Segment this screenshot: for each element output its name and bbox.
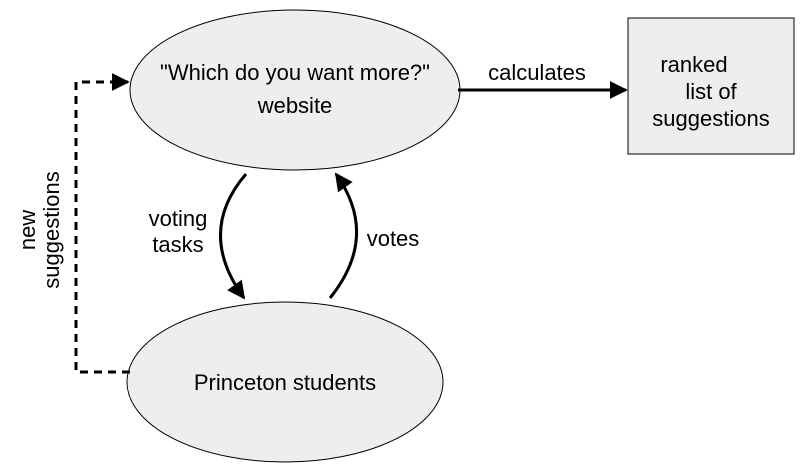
website-ellipse [129,9,461,171]
ranked-list-line1: ranked [660,52,727,77]
new-suggestions-label-line2: suggestions [39,171,64,288]
ranked-list-line3: suggestions [652,106,769,131]
ranked-list-box [627,17,795,155]
voting-tasks-label-line2: tasks [152,232,203,257]
calculates-label: calculates [488,60,586,85]
website-node: "Which do you want more?" website [129,9,461,171]
ranked-list-node: ranked list of suggestions [627,17,795,155]
new-suggestions-label: new suggestions [15,171,64,288]
students-ellipse [126,301,444,463]
voting-tasks-label-line1: voting [149,206,208,231]
website-title-text: "Which do you want more?" [160,60,430,85]
new-suggestions-label-line1: new [15,210,40,250]
students-label: Princeton students [194,370,376,395]
students-node: Princeton students [126,301,444,463]
ranked-list-line2: list of [685,79,737,104]
votes-arrow [328,172,359,299]
votes-label: votes [367,226,420,251]
voting-tasks-arrow [219,173,248,300]
new-suggestions-arrow [74,73,130,374]
website-subtitle-text: website [257,93,333,118]
